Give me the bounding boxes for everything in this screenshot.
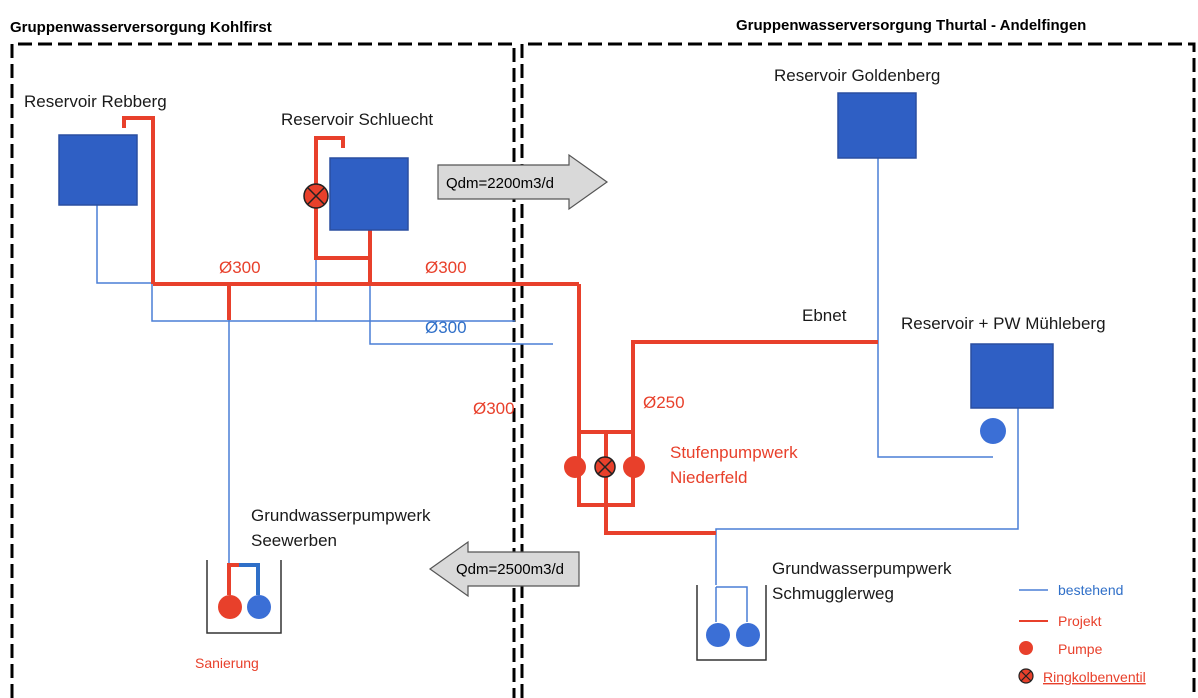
label-gw-schmuggler-1: Grundwasserpumpwerk [772, 559, 952, 578]
right-region-border [520, 42, 1196, 698]
stufen-pump-left-icon [564, 456, 586, 478]
legend-valve-label: Ringkolbenventil [1043, 669, 1146, 685]
label-stufenpumpwerk-1: Stufenpumpwerk [670, 443, 798, 462]
seewerben-existing-pipe [239, 563, 260, 595]
flow-right-label: Qdm=2200m3/d [446, 175, 554, 192]
stufen-pump-right-icon [623, 456, 645, 478]
label-reservoir-schluecht: Reservoir Schluecht [281, 110, 433, 129]
label-gw-seewerben-1: Grundwasserpumpwerk [251, 506, 431, 525]
legend-valve-icon [1018, 668, 1034, 684]
flow-arrow-right: Qdm=2200m3/d [437, 153, 609, 211]
flow-arrow-left: Qdm=2500m3/d [428, 540, 580, 598]
legend-project-label: Projekt [1058, 613, 1102, 629]
legend-pump-label: Pumpe [1058, 641, 1103, 657]
label-stufenpumpwerk-2: Niederfeld [670, 468, 748, 487]
seewerben-well [206, 560, 282, 634]
seewerben-pump-blue-icon [247, 595, 271, 619]
schmuggler-pump-1-icon [706, 623, 730, 647]
label-sanierung: Sanierung [195, 655, 259, 671]
left-region-border [10, 42, 516, 698]
label-gw-seewerben-2: Seewerben [251, 531, 337, 550]
dim-label-1: Ø300 [219, 258, 261, 277]
stufen-valve-icon [594, 456, 616, 478]
reservoir-goldenberg-tank [837, 92, 917, 159]
schmuggler-pump-2-icon [736, 623, 760, 647]
label-reservoir-goldenberg: Reservoir Goldenberg [774, 66, 940, 85]
schmuggler-well [696, 585, 767, 661]
label-gw-schmuggler-2: Schmugglerweg [772, 584, 894, 603]
legend: bestehend Projekt Pumpe Ringkolbenventil [1018, 582, 1146, 685]
legend-existing-label: bestehend [1058, 582, 1123, 598]
reservoir-rebberg-tank [58, 134, 138, 206]
schluecht-valve-icon [303, 183, 329, 209]
existing-pipes [96, 158, 1019, 622]
dim-label-5: Ø250 [643, 393, 685, 412]
legend-pump-icon [1019, 641, 1033, 655]
left-region-title: Gruppenwasserversorgung Kohlfirst [10, 19, 272, 36]
reservoir-muehleberg-tank [970, 343, 1054, 409]
dim-label-2: Ø300 [425, 258, 467, 277]
dim-label-3: Ø300 [425, 318, 467, 337]
right-region-title: Gruppenwasserversorgung Thurtal - Andelf… [736, 17, 1086, 34]
label-reservoir-rebberg: Reservoir Rebberg [24, 92, 167, 111]
muehleberg-pump-icon [980, 418, 1006, 444]
seewerben-project-pipe [227, 563, 239, 595]
label-reservoir-muehleberg: Reservoir + PW Mühleberg [901, 314, 1106, 333]
dim-label-4: Ø300 [473, 399, 515, 418]
seewerben-pump-red-icon [218, 595, 242, 619]
reservoir-schluecht-tank [329, 157, 409, 231]
flow-left-label: Qdm=2500m3/d [456, 561, 564, 578]
label-ebnet: Ebnet [802, 306, 847, 325]
